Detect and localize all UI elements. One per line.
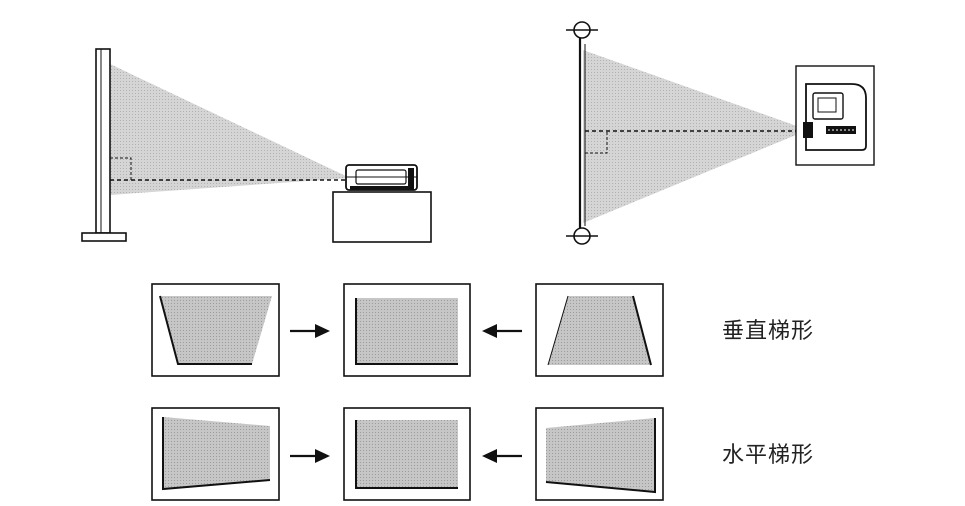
horizontal-keystone-row: 水平梯形 [151, 407, 814, 501]
vertical-keystone-label: 垂直梯形 [722, 319, 814, 344]
vertical-keystone-before-bottom-wide [535, 283, 664, 377]
projector-icon-side [345, 164, 418, 191]
side-view-projection [81, 48, 432, 243]
screen-pole [95, 48, 111, 234]
right-angle-marker [110, 157, 132, 180]
screen-end-cap-top [566, 21, 598, 39]
projection-beam-top [583, 50, 808, 223]
right-angle-marker-top [585, 131, 608, 154]
horizontal-keystone-label: 水平梯形 [722, 443, 814, 468]
arrow-right-icon [290, 449, 330, 463]
arrow-left-icon [482, 324, 522, 338]
projection-beam-side [110, 64, 350, 195]
arrow-left-icon [482, 449, 522, 463]
vertical-keystone-before-top-wide [151, 283, 280, 377]
horizontal-keystone-corrected [343, 407, 471, 501]
horizontal-keystone-before-right-tall [535, 407, 664, 501]
screen-base [81, 232, 127, 242]
projector-icon-top [803, 83, 867, 151]
vertical-keystone-row: 垂直梯形 [151, 283, 814, 377]
projector-stand [332, 191, 432, 243]
top-view-projection [566, 21, 875, 245]
vertical-keystone-corrected [343, 283, 471, 377]
horizontal-keystone-before-left-tall [151, 407, 280, 501]
screen-end-cap-bottom [566, 227, 598, 245]
arrow-right-icon [290, 324, 330, 338]
